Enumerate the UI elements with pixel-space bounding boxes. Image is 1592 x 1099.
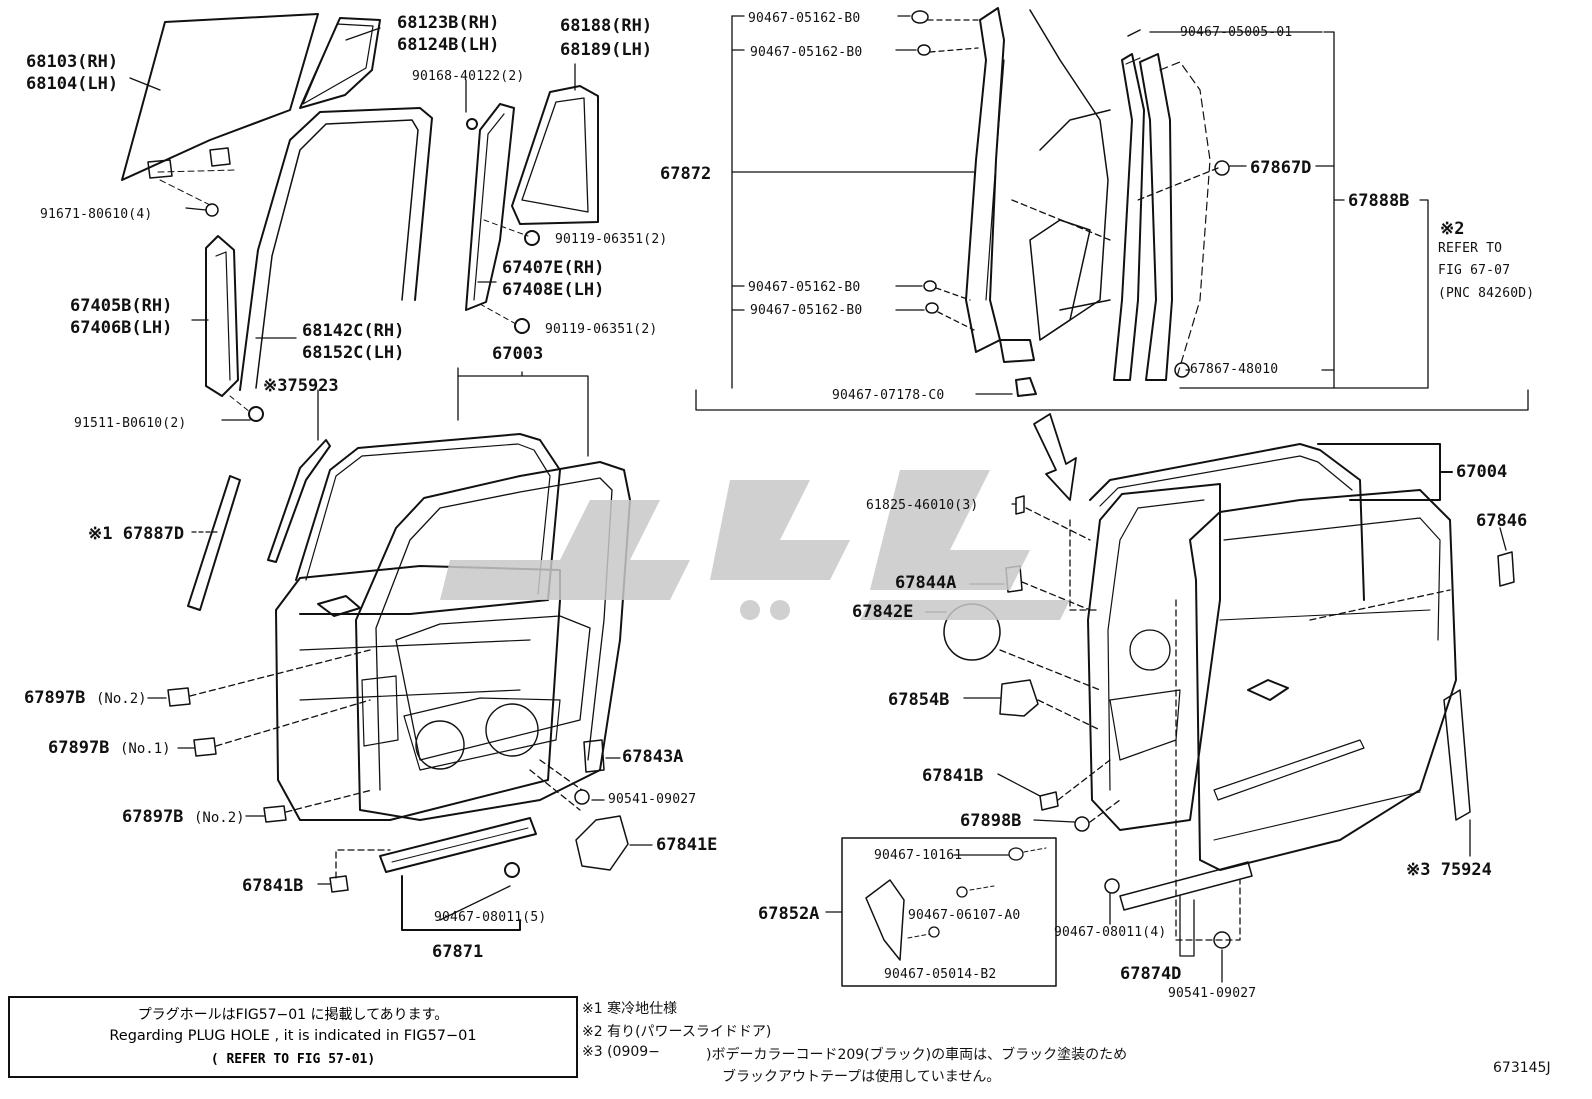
part-label-l33: 90467-05162-B0 [748, 11, 861, 26]
part-label-l21: 67897B [24, 688, 86, 708]
footnote-3-continued: ブラックアウトテープは使用していません。 [722, 1069, 1001, 1085]
part-label-l57: 67852A [758, 904, 820, 924]
part-label-l27: 67897B [122, 807, 184, 827]
part-label-l03: 68123B(RH) [397, 13, 500, 33]
part-label-l61: 67874D [1120, 964, 1182, 984]
door-outer-panel-right [1189, 489, 1457, 871]
door-weatherstrip-67004 [1089, 443, 1453, 601]
door-trim-67872 [965, 7, 1037, 397]
part-label-l09: 90119-06351(2) [555, 232, 668, 247]
part-label-l50: 67844A [895, 573, 957, 593]
footnote-2: ※2 有り(パワースライドドア) [582, 1024, 772, 1040]
part-label-l42: (PNC 84260D) [1438, 286, 1535, 301]
part-label-l52: 67854B [888, 690, 950, 710]
part-label-l28: (No.2) [194, 810, 245, 826]
part-label-l02: 68104(LH) [26, 74, 119, 94]
part-label-l22: (No.2) [96, 691, 147, 707]
part-label-l62: 90541-09027 [1168, 986, 1257, 1001]
glass-run-channel [239, 107, 433, 391]
part-label-l37: 67867D [1250, 158, 1312, 178]
part-label-l46: 90467-07178-C0 [832, 388, 945, 403]
note-line-ref: ( REFER TO FIG 57-01) [210, 1052, 376, 1067]
part-label-l30: 67841B [242, 876, 304, 896]
part-label-l29: 67841E [656, 835, 718, 855]
part-label-l26: 90541-09027 [608, 792, 697, 807]
part-label-l44: 90467-05162-B0 [750, 303, 863, 318]
part-label-l14: 90119-06351(2) [545, 322, 658, 337]
part-label-l31: 90467-08011(5) [434, 910, 547, 925]
watermark-logo [440, 470, 1070, 620]
part-label-l38: 67888B [1348, 191, 1410, 211]
part-label-l56: ※3 75924 [1406, 860, 1492, 880]
part-label-l59: 90467-08011(4) [1054, 925, 1167, 940]
footnote-3-prefix: ※3 (0909− [582, 1044, 660, 1060]
door-sill-67871 [379, 817, 537, 931]
glass-brackets [147, 147, 237, 217]
part-label-l08: 91671-80610(4) [40, 207, 153, 222]
part-label-l19: 91511-B0610(2) [74, 416, 187, 431]
clips-top-right [911, 10, 1230, 378]
part-label-l60: 90467-05014-B2 [884, 967, 997, 982]
part-label-l15: 68142C(RH) [302, 321, 405, 341]
footnote-1: ※1 寒冷地仕様 [582, 1001, 678, 1017]
part-label-l54: 67898B [960, 811, 1022, 831]
part-label-l48: 61825-46010(3) [866, 498, 979, 513]
part-label-l11: 67408E(LH) [502, 280, 605, 300]
part-label-l58: 90467-06107-A0 [908, 908, 1021, 923]
part-label-l53: 67841B [922, 766, 984, 786]
figure-code: 673145J [1493, 1060, 1551, 1076]
part-label-l06: 68189(LH) [560, 40, 653, 60]
part-label-l04: 68124B(LH) [397, 35, 500, 55]
part-label-l40: REFER TO [1438, 241, 1503, 256]
note-line-jp: プラグホールはFIG57−01 に掲載してあります。 [137, 1007, 449, 1023]
part-label-l32: 67871 [432, 942, 484, 962]
part-label-l05: 68188(RH) [560, 16, 653, 36]
door-inner-frame-right [1087, 483, 1221, 831]
part-label-l36: 67872 [660, 164, 712, 184]
part-label-l55: 90467-10161 [874, 848, 963, 863]
plugs-left [167, 687, 629, 893]
part-label-l49: 67846 [1476, 511, 1528, 531]
part-label-l18: ※375923 [263, 376, 339, 396]
plug-hole-note: プラグホールはFIG57−01 に掲載してあります。 Regarding PLU… [8, 996, 578, 1078]
door-weatherstrip-67003 [295, 433, 561, 615]
front-lower-frame [205, 235, 264, 422]
part-label-l41: FIG 67-07 [1438, 263, 1511, 278]
rear-door-glass [121, 13, 381, 181]
part-label-l45: 67867-48010 [1190, 362, 1279, 377]
part-label-l39: ※2 [1440, 219, 1465, 239]
part-label-l07: 90168-40122(2) [412, 69, 525, 84]
part-label-l24: (No.1) [120, 741, 171, 757]
quarter-glass [511, 85, 599, 225]
part-label-l01: 68103(RH) [26, 52, 119, 72]
note-line-en: Regarding PLUG HOLE , it is indicated in… [109, 1028, 477, 1044]
part-label-l17: 67003 [492, 344, 544, 364]
part-label-l35: 90467-05005-01 [1180, 25, 1293, 40]
leader-lines-left [129, 27, 653, 921]
slide-rail-67888b [1113, 53, 1211, 381]
part-label-l23: 67897B [48, 738, 110, 758]
part-label-l25: 67843A [622, 747, 684, 767]
door-body-outline [1029, 9, 1111, 341]
part-label-l34: 90467-05162-B0 [750, 45, 863, 60]
part-label-l51: 67842E [852, 602, 914, 622]
part-label-l13: 67406B(LH) [70, 318, 173, 338]
part-label-l47: 67004 [1456, 462, 1508, 482]
leader-lines-top-right [695, 15, 1529, 411]
part-label-l12: 67405B(RH) [70, 296, 173, 316]
part-label-l43: 90467-05162-B0 [748, 280, 861, 295]
down-arrow [1033, 413, 1077, 501]
rear-lower-frame [465, 103, 540, 334]
part-label-l16: 68152C(LH) [302, 343, 405, 363]
part-label-l20: ※1 67887D [88, 524, 185, 544]
footnote-3-text: )ボデーカラーコード209(ブラック)の車両は、ブラック塗装のため [706, 1047, 1128, 1063]
part-label-l10: 67407E(RH) [502, 258, 605, 278]
weatherstrip-moulding [187, 439, 331, 611]
